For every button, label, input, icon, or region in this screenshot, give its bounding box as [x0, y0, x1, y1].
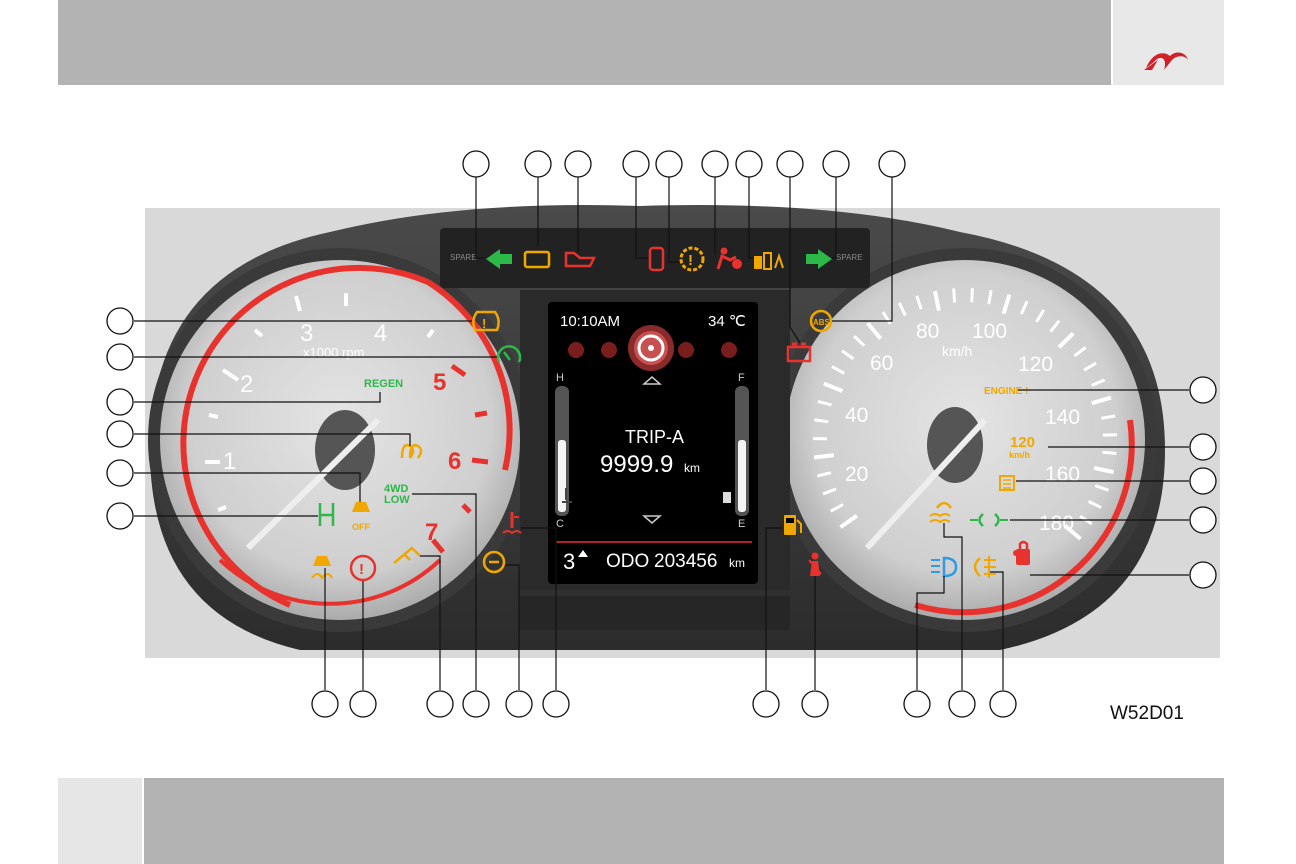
- callout-circle: [990, 691, 1016, 717]
- regen-indicator: REGEN: [364, 378, 403, 390]
- callout-circle: [350, 691, 376, 717]
- callout-circle: [736, 151, 762, 177]
- tach-tick-1: 1: [223, 448, 236, 475]
- callout-circle: [107, 503, 133, 529]
- callout-circle: [1190, 377, 1216, 403]
- callout-circle: [565, 151, 591, 177]
- tach-minor-tick: [209, 415, 218, 417]
- fuel-gauge-full-label: F: [738, 372, 745, 384]
- speed-tick-100: 100: [972, 320, 1007, 343]
- speed-tick-20: 20: [845, 463, 868, 486]
- svg-text:!: !: [482, 316, 486, 331]
- tach-red-tick: [472, 460, 488, 462]
- callout-circle: [1190, 434, 1216, 460]
- speed-tick-mark: [814, 455, 834, 457]
- speed-tick-80: 80: [916, 320, 939, 343]
- svg-text:!: !: [359, 561, 364, 578]
- gear-indicator: 3: [563, 549, 575, 574]
- figure-code: W52D01: [1110, 703, 1184, 725]
- callout-circle: [107, 344, 133, 370]
- svg-text:!: !: [688, 252, 693, 269]
- footer-bar: [144, 778, 1224, 864]
- callout-circle: [107, 389, 133, 415]
- odo-unit: km: [729, 556, 745, 570]
- center-lower-panel: [520, 596, 790, 630]
- speed-tick-60: 60: [870, 352, 893, 375]
- spare-left-label: SPARE: [450, 253, 477, 262]
- callout-circle: [463, 691, 489, 717]
- tach-tick-6: 6: [448, 448, 461, 475]
- fuel-gauge-icon: [723, 492, 731, 503]
- tach-unit: x1000 rpm: [303, 345, 364, 360]
- callout-circle: [506, 691, 532, 717]
- tach-red-tick: [475, 413, 487, 415]
- svg-text:ABS: ABS: [813, 318, 831, 327]
- spare-right-label: SPARE: [836, 253, 863, 262]
- speed-tick-mark: [972, 288, 973, 302]
- callout-circle: [623, 151, 649, 177]
- cruise-speed-value: 120: [1010, 434, 1035, 451]
- callout-circle: [904, 691, 930, 717]
- tach-minor-tick: [218, 507, 226, 510]
- callout-circle: [802, 691, 828, 717]
- trip-label: TRIP-A: [625, 427, 684, 447]
- temp-gauge-hot-label: H: [556, 372, 564, 384]
- speed-unit: km/h: [942, 343, 972, 359]
- steering-warning-icon: [628, 325, 674, 371]
- callout-circle: [656, 151, 682, 177]
- fuel-gauge-empty-label: E: [738, 518, 745, 530]
- speed-tick-140: 140: [1045, 406, 1080, 429]
- callout-circle: [107, 460, 133, 486]
- speed-tick-120: 120: [1018, 353, 1053, 376]
- footer-page-panel: [58, 778, 142, 864]
- tach-tick-4: 4: [374, 320, 387, 347]
- callout-circle: [1190, 468, 1216, 494]
- callout-circle: [1190, 562, 1216, 588]
- temp-gauge-cold-label: C: [556, 518, 564, 530]
- svg-text:OFF: OFF: [352, 522, 370, 532]
- callout-circle: [107, 308, 133, 334]
- display-clock: 10:10AM: [560, 313, 620, 330]
- callout-circle: [1190, 507, 1216, 533]
- tach-tick-5: 5: [433, 369, 446, 396]
- speed-tick-40: 40: [845, 404, 868, 427]
- callout-circle: [823, 151, 849, 177]
- trip-value: 9999.9: [600, 451, 673, 478]
- callout-circle: [879, 151, 905, 177]
- callout-circle: [702, 151, 728, 177]
- callout-circle: [107, 421, 133, 447]
- trip-unit: km: [684, 461, 700, 475]
- tach-tick-3: 3: [300, 320, 313, 347]
- odo-label: ODO: [606, 551, 649, 572]
- speed-tick-mark: [814, 420, 828, 422]
- speed-tick-mark: [954, 288, 955, 302]
- callout-circle: [777, 151, 803, 177]
- fourwd-low-line2: LOW: [384, 494, 410, 506]
- odo-value: 203456: [654, 551, 717, 572]
- tach-tick-2: 2: [240, 371, 253, 398]
- speed-tick-160: 160: [1045, 463, 1080, 486]
- engine-warning-text: ENGINE !: [984, 386, 1028, 397]
- callout-circle: [427, 691, 453, 717]
- cruise-speed-unit: km/h: [1009, 450, 1030, 460]
- callout-circle: [949, 691, 975, 717]
- callout-circle: [543, 691, 569, 717]
- speed-tick-mark: [1102, 452, 1116, 453]
- fuel-gauge-fill: [738, 440, 746, 512]
- display-temperature: 34 ℃: [708, 313, 746, 330]
- callout-circle: [463, 151, 489, 177]
- callout-circle: [525, 151, 551, 177]
- callout-circle: [312, 691, 338, 717]
- callout-circle: [753, 691, 779, 717]
